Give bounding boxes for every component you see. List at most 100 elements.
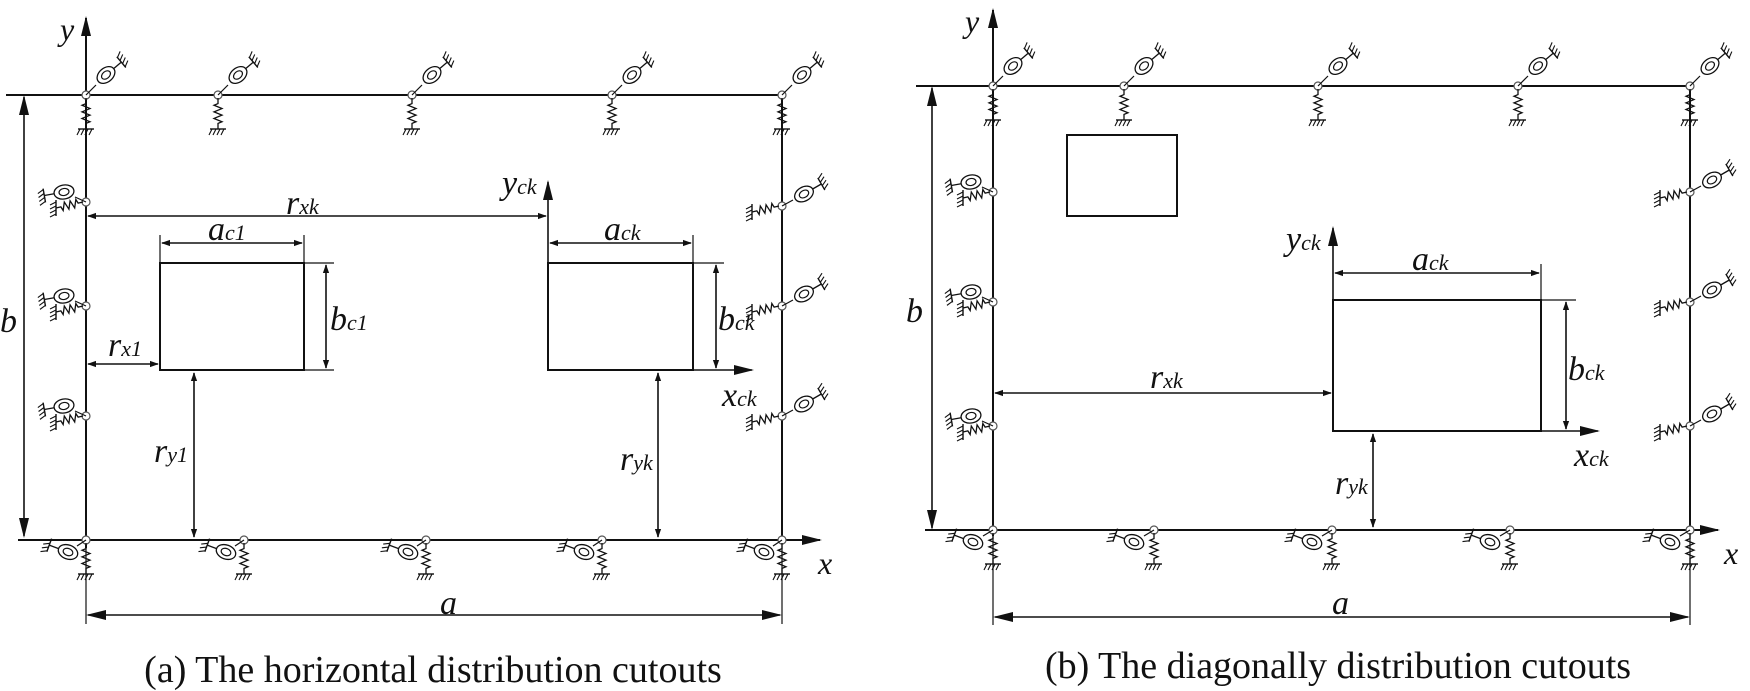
spring-support-icon — [751, 301, 780, 317]
spring-support-icon — [212, 98, 224, 129]
cutout-upper-left — [1066, 134, 1178, 217]
ground-hatch-icon — [1144, 563, 1162, 571]
rotational-spring-icon — [1528, 42, 1561, 76]
rotational-spring-icon — [1106, 528, 1145, 551]
spring-support-icon — [55, 197, 84, 213]
caption-b: (b) The diagonally distribution cutouts — [1045, 645, 1631, 687]
spring-support-icon — [55, 411, 84, 427]
ground-hatch-icon — [402, 128, 420, 136]
ground-hatch-icon — [772, 128, 790, 136]
spring-support-icon — [962, 297, 991, 313]
rotational-spring-icon — [228, 51, 261, 85]
spring-support-icon — [751, 411, 780, 427]
spring-support-icon — [962, 187, 991, 203]
panel-a: y x b a ac1 bc1 rx1 ry1 rxk yck — [0, 11, 832, 691]
spring-support-icon — [962, 421, 991, 437]
dim-a-label: a — [1332, 585, 1349, 622]
spring-support-icon — [1659, 421, 1688, 437]
spring-support-icon — [80, 98, 92, 129]
rotational-spring-icon — [1462, 528, 1501, 551]
spring-support-icon — [1684, 89, 1696, 120]
boundary-supports-a — [37, 51, 829, 581]
rotational-spring-icon — [1702, 392, 1737, 423]
spring-support-icon — [420, 543, 432, 574]
dim-ryk-label: ryk — [620, 441, 654, 478]
rotational-spring-icon — [1284, 528, 1323, 551]
dim-bck-label: bck — [718, 301, 756, 338]
ground-hatch-icon — [1680, 119, 1698, 127]
rotational-spring-icon — [622, 51, 655, 85]
rotational-spring-icon — [944, 174, 982, 196]
ground-hatch-icon — [983, 563, 1001, 571]
ground-hatch-icon — [602, 128, 620, 136]
local-y-ck-label: yck — [1283, 221, 1322, 258]
dim-b-label: b — [906, 293, 923, 330]
ground-hatch-icon — [592, 573, 610, 581]
local-y-ck-label: yck — [499, 165, 538, 202]
local-x-ck-label: xck — [1573, 437, 1610, 474]
ground-hatch-icon — [956, 424, 964, 442]
axis-x-label: x — [817, 545, 832, 581]
dim-a-label: a — [440, 585, 457, 622]
dim-ry1-label: ry1 — [154, 433, 188, 470]
axis-y-label: y — [962, 3, 980, 39]
ground-hatch-icon — [956, 300, 964, 318]
rotational-spring-icon — [40, 538, 79, 561]
spring-support-icon — [596, 543, 608, 574]
ground-hatch-icon — [745, 204, 753, 222]
rotational-spring-icon — [794, 382, 829, 413]
rotational-spring-icon — [422, 51, 455, 85]
rotational-spring-icon — [37, 398, 75, 420]
axis-x-label: x — [1723, 535, 1738, 571]
caption-a: (a) The horizontal distribution cutouts — [144, 649, 722, 691]
rotational-spring-icon — [1702, 158, 1737, 189]
dim-b-label: b — [0, 303, 17, 340]
rotational-spring-icon — [1700, 42, 1733, 76]
rotational-spring-icon — [945, 528, 984, 551]
cutout-k — [1332, 299, 1542, 432]
ground-hatch-icon — [49, 200, 57, 218]
rotational-spring-icon — [37, 184, 75, 206]
rotational-spring-icon — [1328, 42, 1361, 76]
ground-hatch-icon — [76, 573, 94, 581]
ground-hatch-icon — [1653, 424, 1661, 442]
cutout-1 — [159, 262, 305, 371]
spring-support-icon — [606, 98, 618, 129]
rotational-spring-icon — [736, 538, 775, 561]
spring-support-icon — [1684, 533, 1696, 564]
spring-support-icon — [55, 301, 84, 317]
dim-ac1-label: ac1 — [208, 211, 246, 248]
dim-rx1-label: rx1 — [108, 327, 142, 364]
rotational-spring-icon — [944, 408, 982, 430]
ground-hatch-icon — [745, 304, 753, 322]
dim-bck-label: bck — [1568, 351, 1606, 388]
spring-support-icon — [987, 533, 999, 564]
spring-support-icon — [1326, 533, 1338, 564]
cutout-k — [547, 262, 694, 371]
rotational-spring-icon — [556, 538, 595, 561]
ground-hatch-icon — [1322, 563, 1340, 571]
spring-support-icon — [80, 543, 92, 574]
spring-support-icon — [406, 98, 418, 129]
rotational-spring-icon — [1134, 42, 1167, 76]
ground-hatch-icon — [416, 573, 434, 581]
rotational-spring-icon — [794, 172, 829, 203]
ground-hatch-icon — [1308, 119, 1326, 127]
rotational-spring-icon — [380, 538, 419, 561]
rotational-spring-icon — [1642, 528, 1681, 551]
dim-ack-label: ack — [604, 211, 642, 248]
ground-hatch-icon — [956, 190, 964, 208]
rotational-spring-icon — [794, 272, 829, 303]
ground-hatch-icon — [772, 573, 790, 581]
rotational-spring-icon — [1702, 268, 1737, 299]
ground-hatch-icon — [1653, 190, 1661, 208]
dim-ryk-label: ryk — [1335, 465, 1369, 502]
spring-support-icon — [776, 543, 788, 574]
spring-support-icon — [238, 543, 250, 574]
panel-b: y x b a rxk yck xck ack bck ryk (b) The … — [906, 3, 1738, 687]
ground-hatch-icon — [208, 128, 226, 136]
ground-hatch-icon — [49, 414, 57, 432]
rotational-spring-icon — [1003, 42, 1036, 76]
dim-rxk-label: rxk — [286, 185, 320, 222]
